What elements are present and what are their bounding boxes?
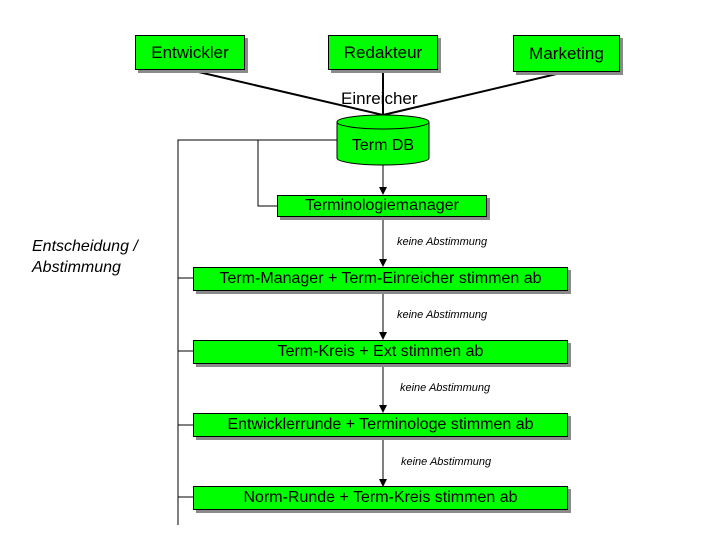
decision-side-label-line1: Entscheidung / — [32, 238, 138, 255]
editor-box: Redakteur — [328, 35, 438, 70]
editor-label: Redakteur — [343, 42, 423, 62]
stage-manager-submitter-vote-label: Term-Manager + Term-Einreicher stimmen a… — [219, 270, 542, 287]
marketing-box: Marketing — [513, 35, 620, 72]
stage-norm-round-vote-label: Norm-Runde + Term-Kreis stimmen ab — [243, 489, 518, 506]
decision-feedback-loop — [177, 139, 337, 525]
stage-developer-round-vote-label: Entwicklerrunde + Terminologe stimmen ab — [227, 416, 534, 433]
marketing-label: Marketing — [529, 43, 604, 63]
stage-term-circle-ext-vote-label: Term-Kreis + Ext stimmen ab — [277, 343, 484, 360]
developer-label: Entwickler — [151, 42, 229, 62]
developer-connector — [189, 69, 384, 116]
no-agreement-note-2: keine Abstimmung — [397, 309, 488, 321]
stage-manager-submitter-vote: Term-Manager + Term-Einreicher stimmen a… — [193, 267, 568, 291]
submitter-label: Einreicher — [341, 89, 418, 108]
stage-terminology-manager-label: Terminologiemanager — [305, 197, 459, 214]
stage-norm-round-vote: Norm-Runde + Term-Kreis stimmen ab — [193, 486, 568, 510]
developer-box: Entwickler — [135, 35, 245, 70]
no-agreement-note-3: keine Abstimmung — [400, 382, 491, 394]
stage-terminology-manager: Terminologiemanager — [277, 195, 487, 217]
decision-side-label-line2: Abstimmung — [32, 259, 121, 276]
marketing-connector — [382, 71, 566, 116]
decision-side-label: Entscheidung / Abstimmung — [32, 236, 138, 278]
no-agreement-note-4: keine Abstimmung — [401, 456, 492, 468]
term-db-label: Term DB — [351, 137, 415, 154]
stage-developer-round-vote: Entwicklerrunde + Terminologe stimmen ab — [193, 413, 568, 437]
no-agreement-note-1: keine Abstimmung — [397, 236, 488, 248]
stage-term-circle-ext-vote: Term-Kreis + Ext stimmen ab — [193, 340, 568, 364]
